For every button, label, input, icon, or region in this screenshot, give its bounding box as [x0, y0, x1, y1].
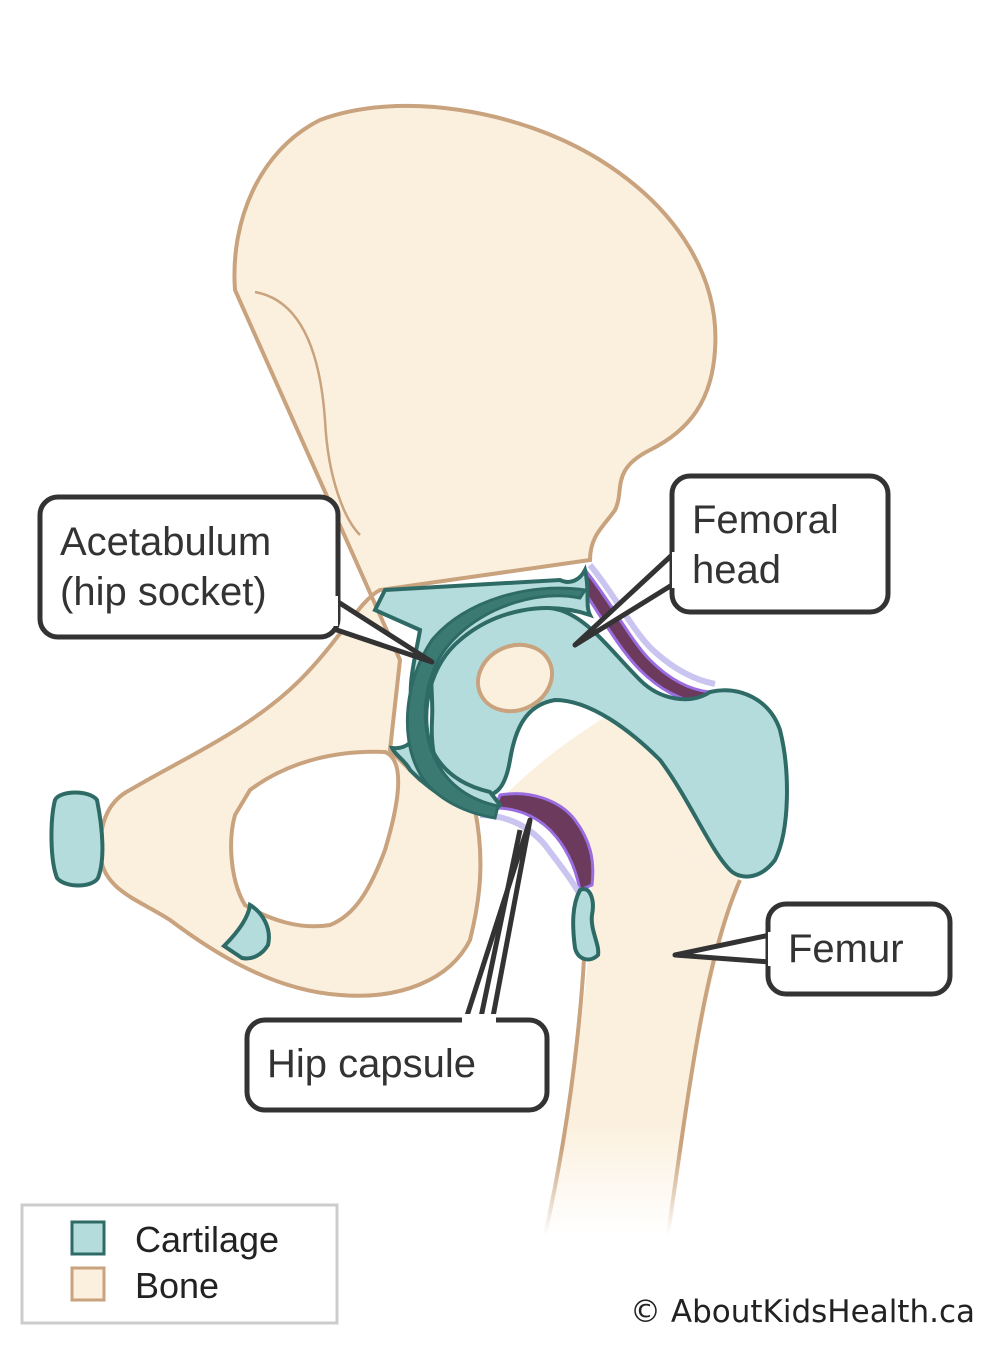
hip-capsule-upper-light	[587, 563, 716, 687]
acetabulum-callout: Acetabulum (hip socket)	[37, 494, 435, 665]
legend-swatch-cartilage	[70, 1220, 106, 1256]
femoral-head-pointer	[572, 553, 674, 648]
legend-swatch-bone	[70, 1266, 106, 1302]
hip-capsule-pointer-2	[477, 829, 523, 1023]
femur-callout: Femur	[672, 901, 953, 997]
femoral-head-callout: Femoral head	[572, 473, 891, 648]
acetabulum-pointer	[321, 597, 435, 665]
femoral-head-label-box	[669, 473, 891, 615]
legend: Cartilage Bone	[20, 1203, 339, 1325]
femoral-head-label-line1: Femoral	[692, 498, 839, 542]
lesser-trochanter-cartilage	[571, 887, 601, 962]
femur-pointer	[672, 932, 771, 965]
pelvis-inner-contour	[254, 290, 361, 536]
acetabulum-label-box	[37, 494, 341, 640]
hip-capsule-label: Hip capsule	[267, 1042, 476, 1086]
ischial-cartilage	[220, 901, 271, 961]
femoral-head-label-line2: head	[692, 548, 781, 592]
hip-capsule-lower	[492, 792, 595, 893]
femur-shaft-outline-right	[666, 879, 742, 1236]
acetabulum-label-line1: Acetabulum	[60, 520, 271, 564]
acetabulum-label-line2: (hip socket)	[60, 570, 267, 614]
femoral-head-ossification-center	[476, 642, 554, 714]
femur-label: Femur	[788, 927, 904, 971]
copyright-text: © AboutKidsHealth.ca	[630, 1294, 975, 1330]
obturator-foramen	[229, 749, 401, 929]
hip-capsule-lower-light	[479, 812, 583, 897]
legend-label-cartilage: Cartilage	[135, 1219, 279, 1260]
pubic-cartilage	[49, 790, 105, 888]
hip-capsule-label-box	[244, 1017, 550, 1113]
acetabulum-rim	[405, 586, 588, 820]
hip-capsule-callout: Hip capsule	[244, 817, 550, 1113]
legend-label-bone: Bone	[135, 1265, 219, 1306]
